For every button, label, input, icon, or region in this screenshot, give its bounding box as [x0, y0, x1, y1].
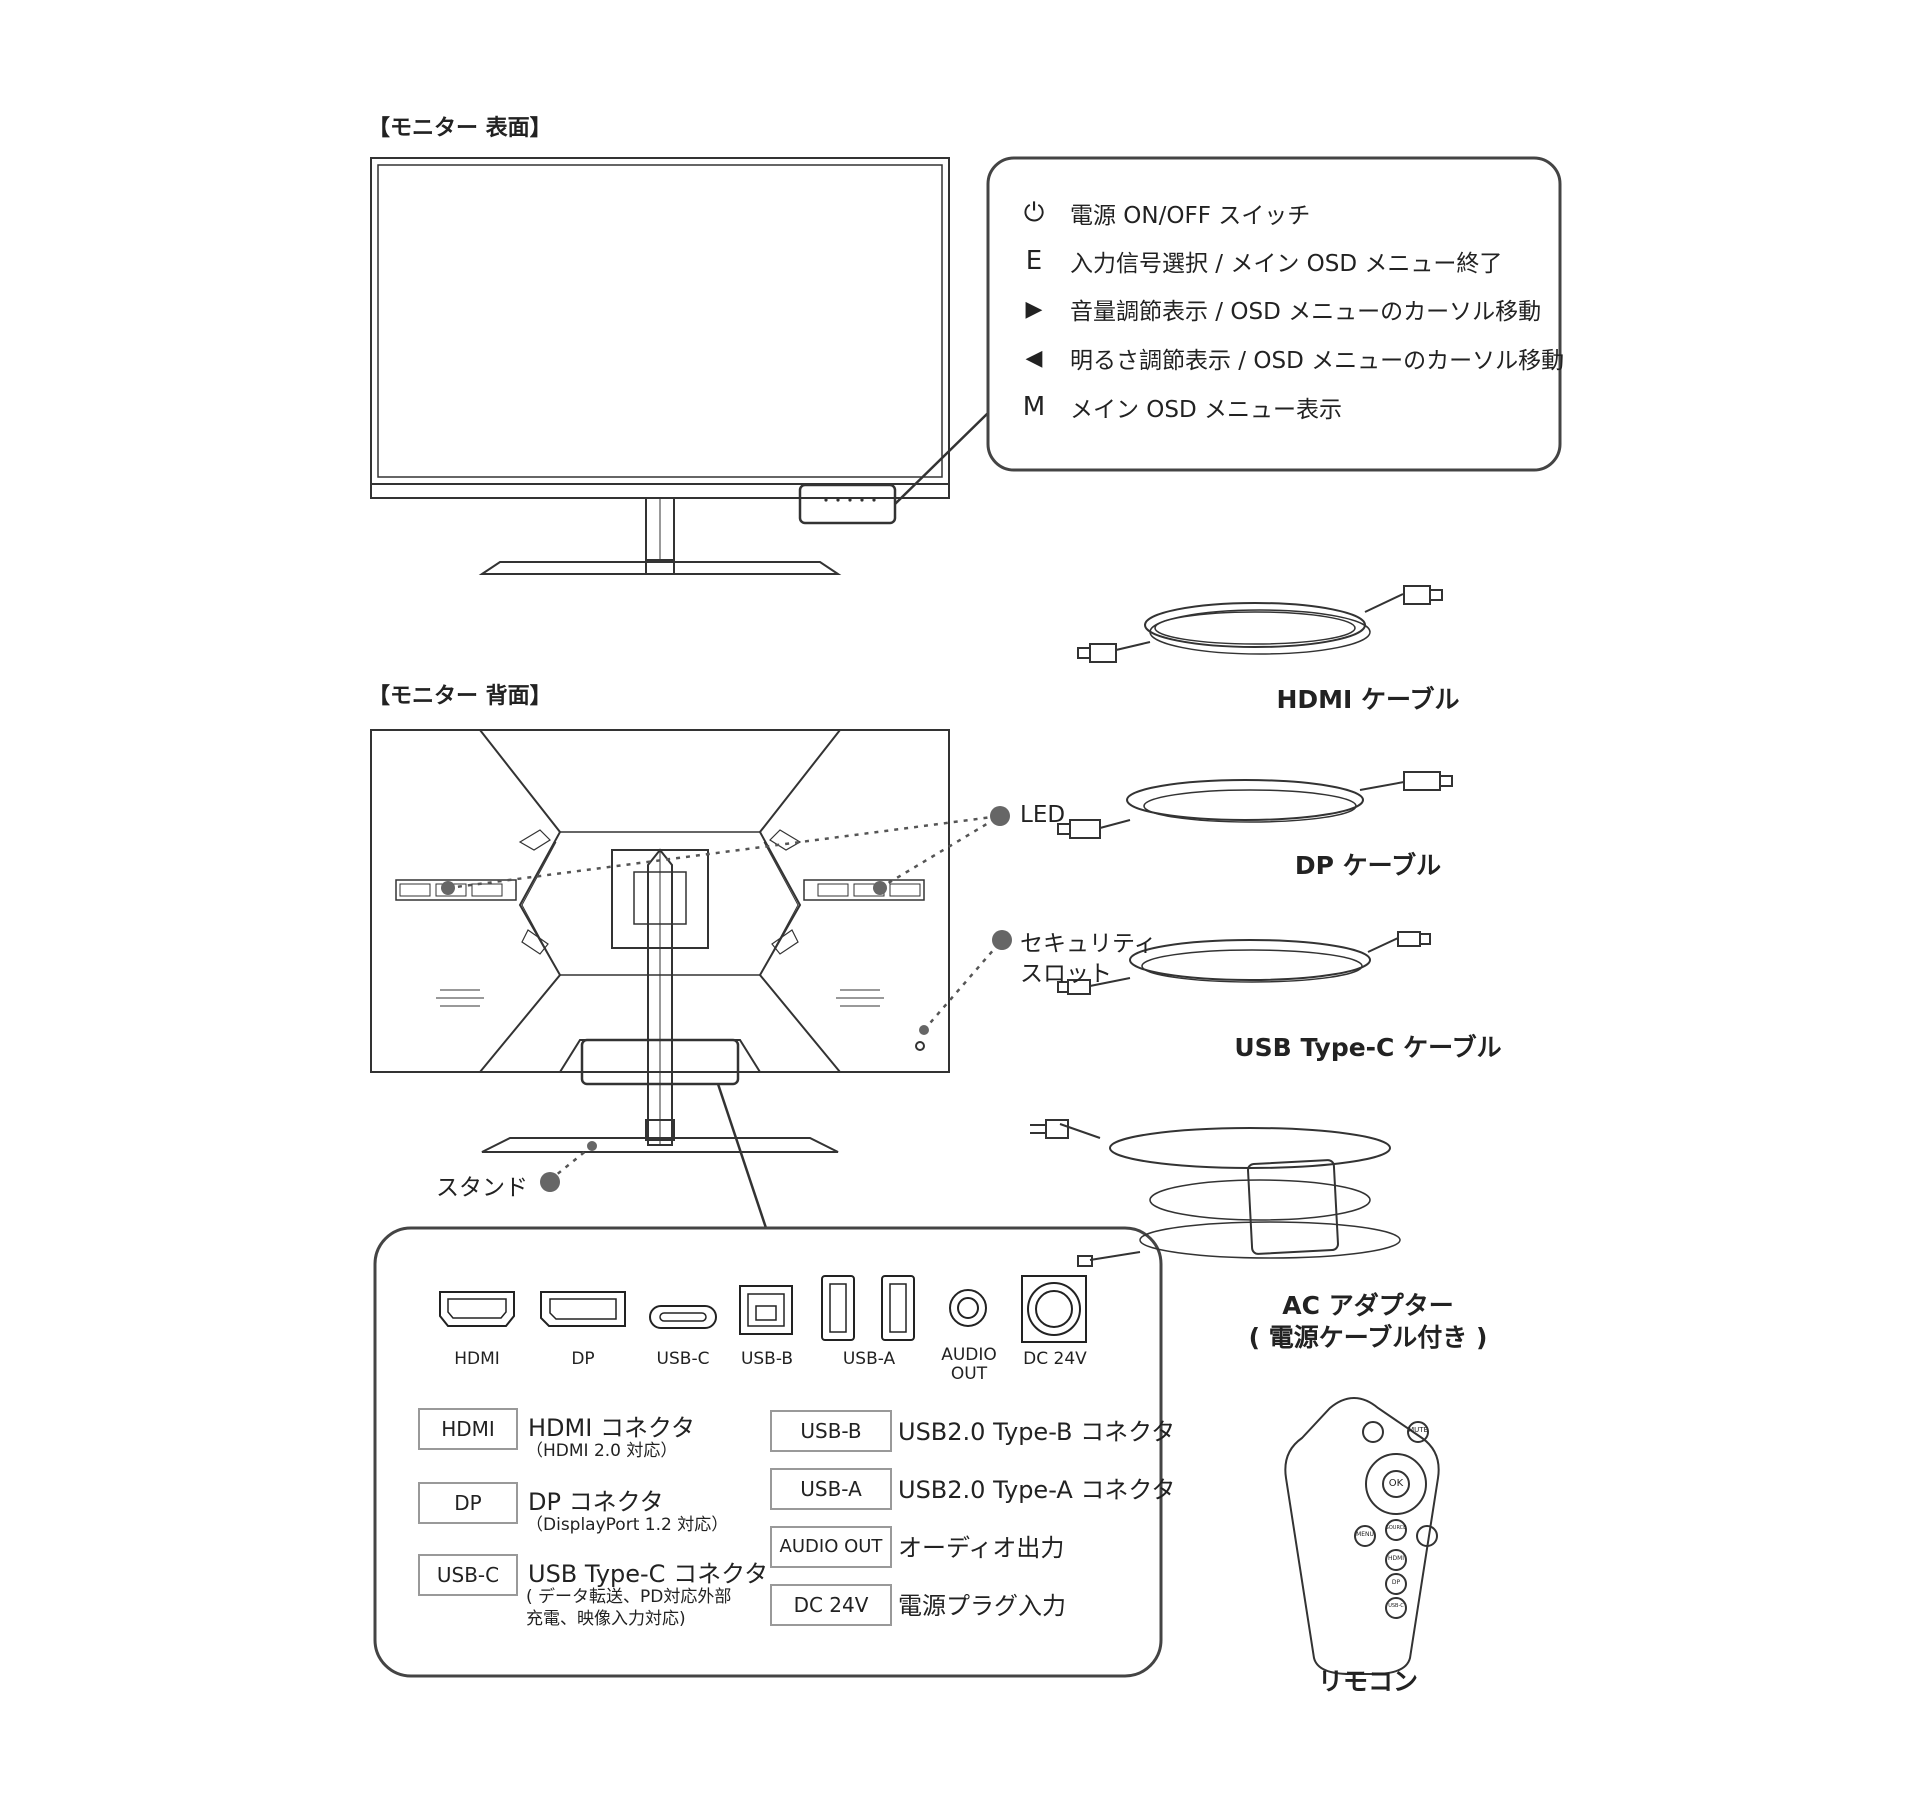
legend-title-dc: 電源プラグ入力	[898, 1592, 1066, 1620]
legend-sub-dp: （DisplayPort 1.2 対応）	[526, 1515, 729, 1535]
caption-dp-cable: DP ケーブル	[1294, 851, 1442, 880]
legend-title-usbc: USB Type-C コネクタ	[528, 1560, 769, 1588]
legend-box-dp: DP	[418, 1482, 518, 1524]
legend-title-usba: USB2.0 Type-A コネクタ	[898, 1476, 1176, 1504]
legend-box-audio: AUDIO OUT	[770, 1526, 892, 1568]
caption-ac-adapter-2: ( 電源ケーブル付き )	[1248, 1323, 1488, 1352]
dc-port-icon	[1021, 1275, 1087, 1343]
callout-stand: スタンド	[436, 1175, 528, 1201]
legend-sub-usbc-2: 充電、映像入力対応)	[526, 1609, 686, 1629]
port-label-dc: DC 24V	[1023, 1349, 1087, 1369]
button-legend-panel	[986, 156, 1562, 472]
legend-text-m: メイン OSD メニュー表示	[1070, 397, 1343, 423]
callout-dots	[441, 806, 1012, 1192]
ac-adapter-drawing	[1030, 1119, 1401, 1267]
usba-port-icon-2	[881, 1275, 915, 1341]
triangle-right-icon: ▶	[1025, 296, 1043, 322]
remote-mute-label: MUTE	[1408, 1426, 1428, 1434]
dp-cable-drawing	[1057, 771, 1453, 839]
port-label-hdmi: HDMI	[454, 1349, 500, 1369]
port-label-usbc: USB-C	[656, 1349, 710, 1369]
port-icons	[439, 1275, 1087, 1343]
legend-title-audio: オーディオ出力	[898, 1534, 1065, 1562]
caption-usbc-cable: USB Type-C ケーブル	[1234, 1033, 1502, 1062]
legend-row-left: ◀ 明るさ調節表示 / OSD メニューのカーソル移動	[1012, 341, 1565, 375]
front-button-indicator	[798, 412, 989, 525]
legend-row-m: M メイン OSD メニュー表示	[1012, 390, 1342, 424]
legend-box-usbb: USB-B	[770, 1410, 892, 1452]
port-panel	[373, 1226, 1163, 1678]
usbc-cable-drawing	[1057, 931, 1431, 995]
port-label-audio-2: OUT	[950, 1364, 988, 1384]
callout-leaders	[447, 814, 1003, 1181]
legend-text-right: 音量調節表示 / OSD メニューのカーソル移動	[1070, 299, 1542, 325]
triangle-left-icon: ◀	[1025, 345, 1043, 371]
remote-control-drawing	[1284, 1397, 1440, 1675]
legend-title-usbb: USB2.0 Type-B コネクタ	[898, 1418, 1176, 1446]
audio-port-icon	[949, 1289, 987, 1327]
power-icon: ⏻	[1023, 197, 1045, 228]
legend-text-power: 電源 ON/OFF スイッチ	[1070, 203, 1311, 229]
legend-text-e: 入力信号選択 / メイン OSD メニュー終了	[1070, 251, 1503, 277]
usbb-port-icon	[739, 1285, 793, 1335]
legend-box-usbc: USB-C	[418, 1554, 518, 1596]
legend-title-dp: DP コネクタ	[528, 1488, 664, 1516]
legend-title-hdmi: HDMI コネクタ	[528, 1414, 695, 1442]
legend-row-power: ⏻ 電源 ON/OFF スイッチ	[1012, 196, 1311, 230]
remote-ok-label: OK	[1388, 1478, 1404, 1489]
port-label-audio: AUDIO OUT	[914, 1346, 1024, 1384]
legend-sub-hdmi: （HDMI 2.0 対応）	[526, 1441, 678, 1461]
usbc-port-icon	[649, 1305, 717, 1329]
hdmi-port-icon	[439, 1291, 515, 1327]
port-area-indicator	[580, 1038, 740, 1086]
legend-row-e: E 入力信号選択 / メイン OSD メニュー終了	[1012, 244, 1503, 278]
monitor-back-drawing	[370, 729, 950, 1153]
m-button-icon: M	[1022, 392, 1046, 422]
legend-row-right: ▶ 音量調節表示 / OSD メニューのカーソル移動	[1012, 292, 1542, 326]
port-label-usba: USB-A	[842, 1349, 896, 1369]
remote-dp-label: DP	[1391, 1579, 1401, 1586]
port-label-audio-1: AUDIO	[941, 1345, 997, 1365]
remote-usbc-label: USB-C	[1388, 1603, 1404, 1609]
monitor-front-drawing	[370, 157, 950, 575]
port-connector-line	[716, 1083, 768, 1229]
legend-box-dc: DC 24V	[770, 1584, 892, 1626]
hdmi-cable-drawing	[1077, 585, 1443, 663]
caption-hdmi-cable: HDMI ケーブル	[1276, 685, 1460, 714]
remote-hdmi-label: HDMI	[1387, 1555, 1405, 1562]
remote-source-label: SOURCE	[1385, 1525, 1407, 1531]
legend-text-left: 明るさ調節表示 / OSD メニューのカーソル移動	[1070, 348, 1565, 374]
legend-box-hdmi: HDMI	[418, 1408, 518, 1450]
e-button-icon: E	[1025, 246, 1043, 276]
dp-port-icon	[540, 1291, 626, 1327]
callout-security-1: セキュリティ	[1020, 931, 1157, 957]
front-heading: 【モニター 表面】	[368, 116, 552, 141]
callout-security-2: スロット	[1020, 961, 1112, 987]
port-label-usbb: USB-B	[740, 1349, 794, 1369]
legend-sub-usbc-1: ( データ転送、PD対応外部	[526, 1587, 732, 1607]
caption-remote: リモコン	[1317, 1667, 1418, 1696]
remote-menu-label: MENU	[1356, 1531, 1374, 1538]
usba-port-icon-1	[821, 1275, 855, 1341]
back-heading: 【モニター 背面】	[368, 684, 552, 709]
port-label-dp: DP	[571, 1349, 595, 1369]
caption-ac-adapter-1: AC アダプター	[1282, 1291, 1454, 1320]
callout-led: LED	[1020, 802, 1066, 828]
legend-box-usba: USB-A	[770, 1468, 892, 1510]
